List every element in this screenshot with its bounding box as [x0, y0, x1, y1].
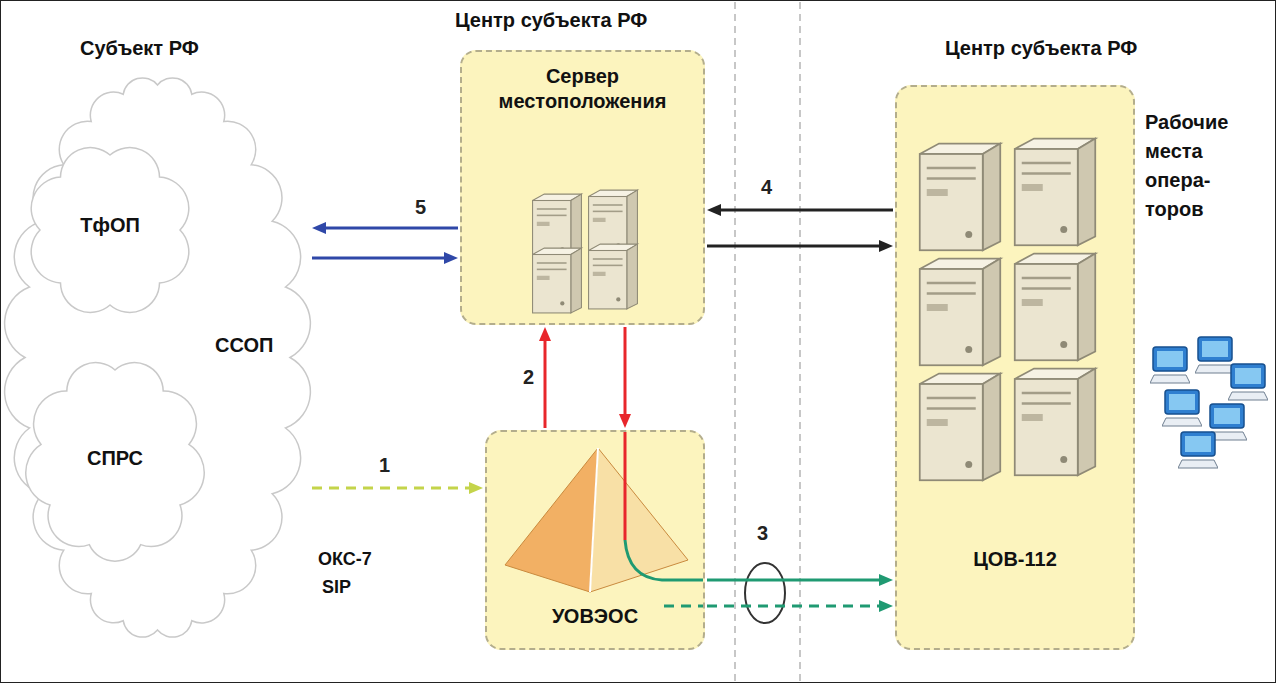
- signal-arrow: [539, 327, 551, 428]
- caption-label: ОКС-7: [318, 548, 372, 571]
- caption-label: Центр субъекта РФ: [945, 36, 1137, 61]
- connector-line: [707, 579, 880, 582]
- callout-number: 5: [412, 196, 429, 218]
- drawing-part: [1178, 432, 1218, 468]
- drawing-part: [1015, 254, 1096, 361]
- callout-number: 4: [758, 176, 775, 198]
- connector-line: [624, 327, 627, 415]
- callout-number: 2: [520, 366, 537, 388]
- arrow-head: [707, 204, 721, 216]
- drawing-part: [589, 244, 638, 309]
- arrow-head: [444, 252, 458, 264]
- connector-line: [707, 605, 880, 608]
- arrow-head: [879, 600, 893, 612]
- network-cloud: ССОП ТфОП СПРС: [5, 65, 310, 650]
- connector-line: [312, 257, 445, 260]
- connector-line: [325, 227, 458, 230]
- workstation-icon: [1150, 337, 1268, 468]
- drawing-part: [624, 432, 627, 540]
- drawing-part: [920, 374, 1001, 481]
- cloud-outline: [31, 148, 189, 313]
- server-box: Сервер местоположения: [460, 50, 705, 325]
- signal-arrow: [707, 574, 893, 586]
- arrow-head: [469, 482, 483, 494]
- drawing-part: [1015, 139, 1096, 246]
- signal-arrow: [619, 327, 631, 428]
- node-title: УОВЭОС: [497, 604, 693, 629]
- drawing-part: [1195, 337, 1235, 373]
- cloud-outline: [5, 65, 310, 650]
- signal-arrow: [707, 600, 893, 612]
- drawing-part: [1162, 390, 1202, 426]
- connector-line: [720, 209, 893, 212]
- signal-arrow: [707, 204, 893, 216]
- caption-label: Субъект РФ: [80, 36, 199, 61]
- node-title: ЦОВ-112: [907, 547, 1123, 572]
- caption-label: SIP: [322, 576, 351, 599]
- drawing-part: [533, 248, 582, 313]
- network-cloud: ТфОП: [20, 135, 200, 325]
- connector-line: [544, 340, 547, 428]
- drawing-part: [920, 144, 1001, 251]
- arrow-head: [539, 327, 551, 341]
- callout-number: 3: [754, 522, 771, 544]
- callout-number: 1: [376, 454, 393, 476]
- bundle-ellipse: [745, 563, 785, 623]
- arrow-head: [879, 240, 893, 252]
- drawing-part: [1015, 369, 1096, 476]
- drawing-part: [1150, 347, 1190, 383]
- signal-arrow: [707, 240, 893, 252]
- network-cloud: СПРС: [20, 350, 210, 570]
- drawing-part: [1228, 364, 1268, 400]
- signal-arrow: [312, 252, 458, 264]
- signal-arrow: [312, 222, 458, 234]
- node-title: СПРС: [45, 446, 185, 471]
- caption-label: Рабочие места опера-торов: [1145, 108, 1245, 224]
- arrow-head: [879, 574, 893, 586]
- node-title: ССОП: [215, 333, 300, 358]
- cloud-outline: [26, 363, 204, 562]
- connector-line: [312, 487, 470, 490]
- drawing-part: [920, 259, 1001, 366]
- arrow-head: [312, 222, 326, 234]
- drawing-part: [590, 448, 598, 592]
- node-title: Сервер местоположения: [482, 64, 683, 114]
- cloud-outline: [5, 78, 311, 637]
- caption-label: Центр субъекта РФ: [455, 8, 647, 33]
- arrow-head: [619, 414, 631, 428]
- connector-line: [707, 245, 880, 248]
- node-title: ТфОП: [45, 213, 175, 238]
- signal-arrow: [312, 482, 483, 494]
